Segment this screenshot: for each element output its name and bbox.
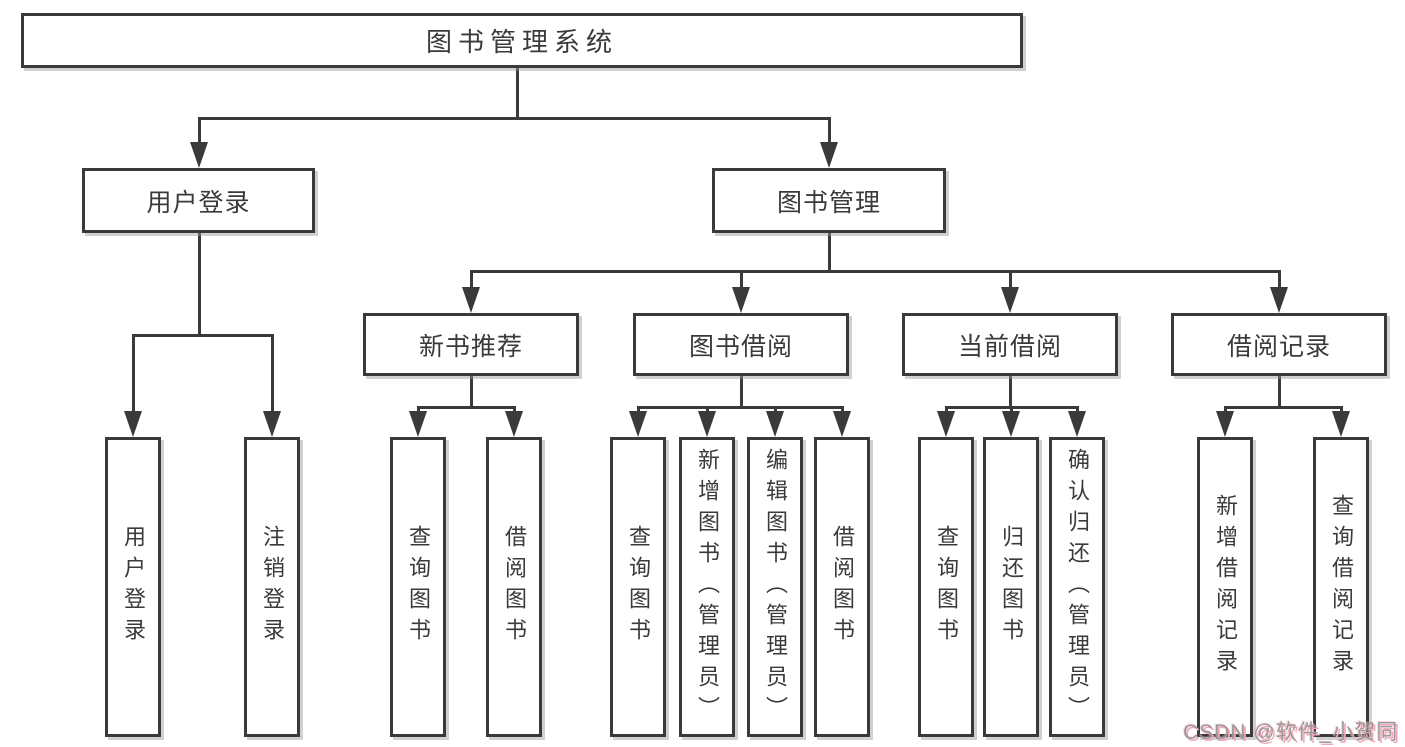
arrowhead-down-icon xyxy=(766,411,784,437)
leaf-logout: 注销登录 xyxy=(244,437,300,737)
leaf-current-query: 查询图书 xyxy=(918,437,974,737)
leaf-user-login: 用户登录 xyxy=(105,437,161,737)
leaf-records-query: 查询借阅记录 xyxy=(1313,437,1369,737)
node-new-book-recommend: 新书推荐 xyxy=(363,313,579,376)
connector xyxy=(774,406,777,415)
arrowhead-down-icon xyxy=(1068,411,1086,437)
arrowhead-down-icon xyxy=(1002,411,1020,437)
node-book-borrow: 图书借阅 xyxy=(633,313,849,376)
arrowhead-down-icon xyxy=(1216,411,1234,437)
arrowhead-down-icon xyxy=(820,142,838,168)
connector xyxy=(1224,406,1227,415)
connector xyxy=(828,233,831,272)
connector xyxy=(417,406,516,409)
arrowhead-down-icon xyxy=(263,411,281,437)
node-current-borrow: 当前借阅 xyxy=(902,313,1118,376)
connector xyxy=(132,334,135,414)
connector xyxy=(516,68,519,119)
arrowhead-down-icon xyxy=(629,411,647,437)
arrowhead-down-icon xyxy=(505,411,523,437)
connector xyxy=(1278,270,1281,290)
arrowhead-down-icon xyxy=(190,142,208,168)
leaf-current-confirm-admin: 确认归还（管理员） xyxy=(1049,437,1105,737)
connector xyxy=(198,233,201,336)
leaf-newbook-query: 查询图书 xyxy=(390,437,446,737)
connector xyxy=(198,117,201,145)
connector xyxy=(706,406,709,415)
connector xyxy=(417,406,420,415)
connector xyxy=(470,270,473,290)
connector xyxy=(198,117,831,120)
connector xyxy=(1009,270,1012,290)
leaf-borrow-query: 查询图书 xyxy=(610,437,666,737)
connector xyxy=(1340,406,1343,415)
arrowhead-down-icon xyxy=(124,411,142,437)
node-borrow-records: 借阅记录 xyxy=(1171,313,1387,376)
csdn-watermark: CSDN @软件_小贺同学 xyxy=(1183,721,1399,744)
connector xyxy=(740,376,743,409)
arrowhead-down-icon xyxy=(937,411,955,437)
connector xyxy=(1224,406,1343,409)
connector xyxy=(828,117,831,145)
arrowhead-down-icon xyxy=(409,411,427,437)
connector xyxy=(470,376,473,409)
node-root: 图书管理系统 xyxy=(21,13,1023,68)
connector xyxy=(1076,406,1079,415)
connector xyxy=(841,406,844,415)
connector xyxy=(271,334,274,414)
connector xyxy=(513,406,516,415)
arrowhead-down-icon xyxy=(1001,287,1019,313)
leaf-borrow-borrow: 借阅图书 xyxy=(814,437,870,737)
connector xyxy=(740,270,743,290)
arrowhead-down-icon xyxy=(1270,287,1288,313)
connector xyxy=(1278,376,1281,409)
connector xyxy=(470,270,1281,273)
connector xyxy=(637,406,844,409)
arrowhead-down-icon xyxy=(1332,411,1350,437)
connector xyxy=(637,406,640,415)
leaf-borrow-add-admin: 新增图书（管理员） xyxy=(679,437,735,737)
connector xyxy=(1010,406,1013,415)
leaf-current-return: 归还图书 xyxy=(983,437,1039,737)
arrowhead-down-icon xyxy=(462,287,480,313)
leaf-borrow-edit-admin: 编辑图书（管理员） xyxy=(747,437,803,737)
arrowhead-down-icon xyxy=(698,411,716,437)
connector xyxy=(1009,376,1012,409)
leaf-records-add: 新增借阅记录 xyxy=(1197,437,1253,737)
connector xyxy=(945,406,948,415)
arrowhead-down-icon xyxy=(833,411,851,437)
arrowhead-down-icon xyxy=(732,287,750,313)
node-book-management: 图书管理 xyxy=(712,168,946,233)
leaf-newbook-borrow: 借阅图书 xyxy=(486,437,542,737)
connector xyxy=(132,334,274,337)
node-user-login: 用户登录 xyxy=(82,168,315,233)
